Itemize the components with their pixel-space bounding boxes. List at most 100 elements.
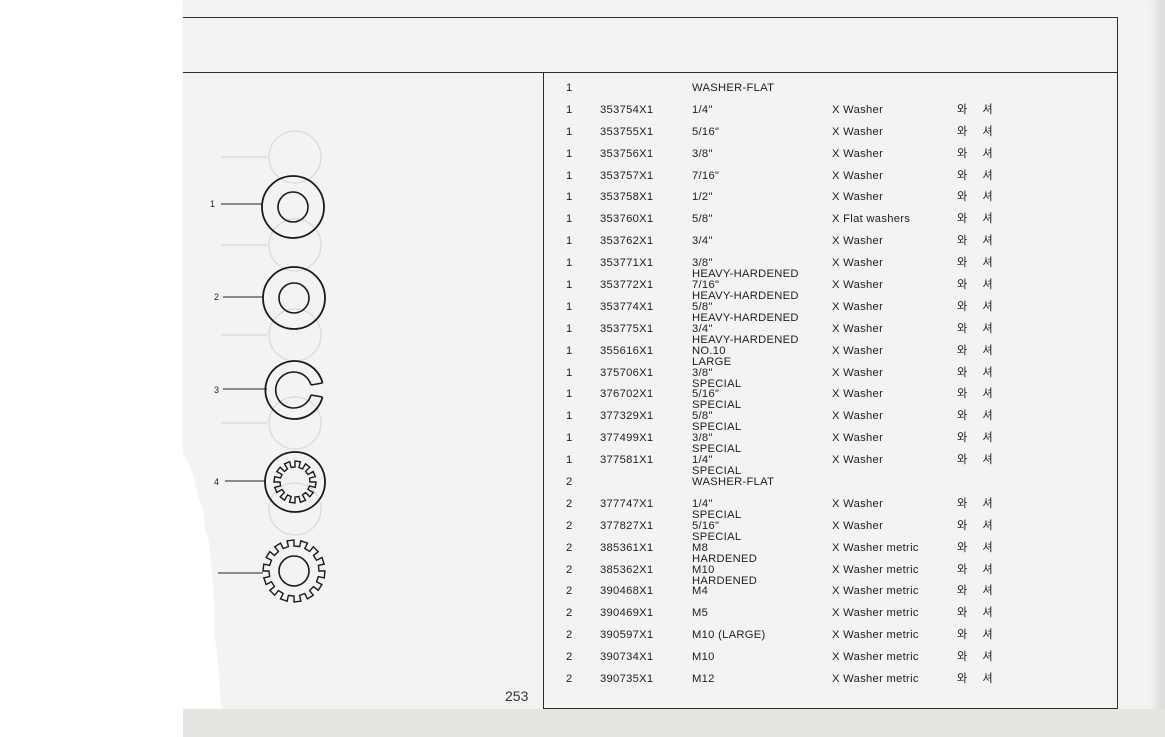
column-divider [543,72,544,709]
part-number-cell: 353762X1 [600,235,654,248]
korean-name-cell: 와 셔 [957,344,999,357]
part-number-cell: 353758X1 [600,191,654,204]
qty-cell: 1 [566,213,573,226]
page-number: 253 [505,688,529,704]
description-line-1: M10 [692,651,715,664]
description-cell: 1/4"SPECIAL [692,498,742,521]
part-number-cell: 355616X1 [600,344,654,357]
part-number-cell: 353771X1 [600,257,654,270]
description-line-1: 5/8" [692,213,713,226]
callout-1: 1 [210,199,215,209]
english-name-cell: X Flat washers [832,213,911,226]
description-line-1: 1/4" [692,454,713,467]
parts-row: 1 376702X1 5/16"SPECIAL X Washer 와 셔 [545,385,1117,411]
korean-name-cell: 와 셔 [957,410,999,423]
parts-row: 2 WASHER-FLAT [545,473,1117,495]
flat-washer-drawing-1: 1 [210,175,325,239]
description-cell: 7/16" [692,169,720,182]
korean-name-cell: 와 셔 [957,454,999,467]
qty-cell: 2 [566,541,573,554]
qty-cell: 1 [566,279,573,292]
qty-cell: 1 [566,257,573,270]
description-line-1: M12 [692,673,715,686]
description-line-2: HEAVY-HARDENED [692,311,799,324]
part-number-cell: 385362X1 [600,563,654,576]
english-name-cell: X Washer metric [832,563,919,576]
part-number-cell: 377329X1 [600,410,654,423]
description-cell: 3/4" [692,236,713,247]
external-tooth-washer-drawing-5 [218,539,326,603]
description-cell: 7/16"HEAVY-HARDENED [692,279,799,303]
description-line-1: 7/16" [692,169,720,182]
description-cell: 3/8"HEAVY-HARDENED [692,258,799,280]
korean-name-cell: 와 셔 [957,322,999,335]
part-number-cell: 375706X1 [600,366,654,379]
korean-name-cell: 와 셔 [957,257,999,270]
description-line-1: 5/16" [692,388,720,401]
washer-illustration: 1 2 3 4 [183,130,326,709]
english-name-cell: X Washer [832,235,884,248]
page-bottom-margin [183,709,1165,737]
description-line-1: 3/8" [692,432,713,445]
part-number-cell: 377581X1 [600,454,654,467]
qty-cell: 2 [566,673,573,686]
description-line-2: SPECIAL [692,443,742,456]
split-washer-drawing-3: 3 [214,360,324,420]
part-number-cell: 377827X1 [600,519,654,532]
description-line-1: WASHER-FLAT [692,82,775,94]
qty-cell: 1 [566,432,573,445]
qty-cell: 1 [566,147,573,160]
description-line-1: 3/8" [692,257,713,270]
english-name-cell: X Washer [832,300,884,313]
description-line-2: HARDENED [692,552,758,565]
description-line-2: HEAVY-HARDENED [692,290,799,303]
description-line-2: SPECIAL [692,508,742,521]
qty-cell: 1 [566,125,573,138]
english-name-cell: X Washer [832,125,884,138]
description-cell: 1/2" [692,192,713,203]
english-name-cell: X Washer [832,519,884,532]
description-line-2: HARDENED [692,574,758,587]
part-number-cell: 376702X1 [600,388,654,401]
english-name-cell: X Washer [832,388,884,401]
description-line-1: NO.10 [692,344,726,357]
description-line-2: SPECIAL [692,377,742,390]
qty-cell: 2 [566,563,573,576]
description-line-1: 3/4" [692,235,713,248]
korean-name-cell: 와 셔 [957,388,999,401]
korean-name-cell: 와 셔 [957,519,999,532]
description-line-1: 5/16" [692,519,720,532]
description-line-2: SPECIAL [692,399,742,412]
description-line-2: HEAVY-HARDENED [692,333,799,346]
part-number-cell: 353754X1 [600,103,654,116]
description-cell: M5 [692,608,708,619]
qty-cell: 1 [566,103,573,116]
qty-cell: 1 [566,300,573,313]
english-name-cell: X Washer [832,410,884,423]
description-line-2: SPECIAL [692,421,742,434]
qty-cell: 1 [566,388,573,401]
korean-name-cell: 와 셔 [957,607,999,620]
internal-tooth-washer-drawing-4: 4 [214,451,326,513]
description-line-1: 3/8" [692,147,713,160]
part-number-cell: 353772X1 [600,279,654,292]
qty-cell: 2 [566,476,573,489]
english-name-cell: X Washer [832,279,884,292]
part-number-cell: 390735X1 [600,673,654,686]
description-cell: WASHER-FLAT [692,476,774,488]
washer-illustration-panel: 1 2 3 4 [183,73,543,709]
qty-cell: 1 [566,454,573,467]
